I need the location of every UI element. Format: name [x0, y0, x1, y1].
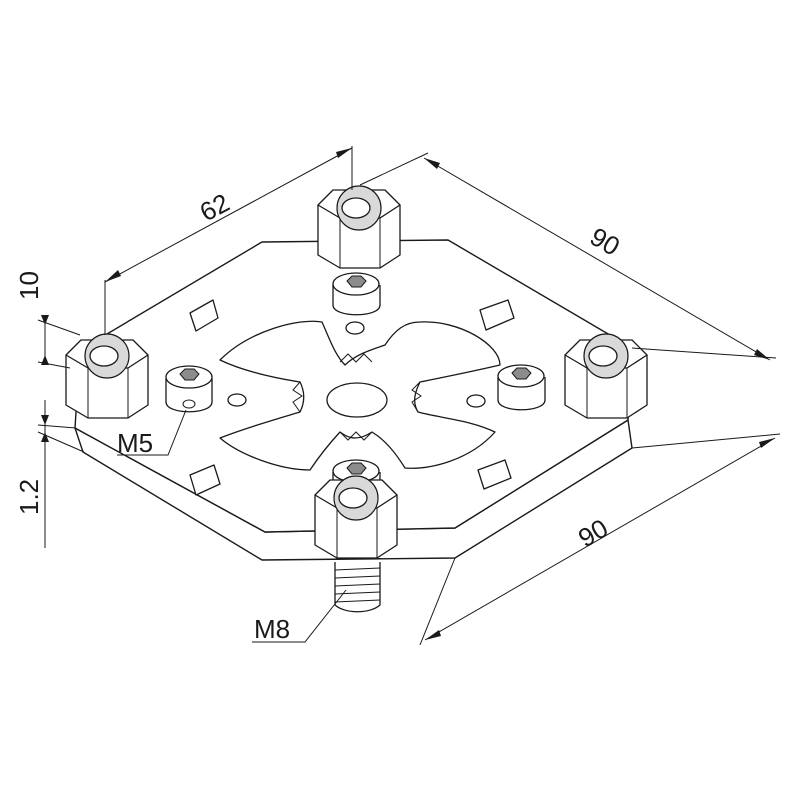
m5-screw-right: [497, 364, 546, 411]
hex-nut-left: [65, 333, 149, 419]
dimension-1-2-label: 1.2: [14, 479, 44, 515]
small-hole-left: [227, 393, 247, 407]
cutout-serration-left: [292, 381, 303, 413]
cutout-serration-top: [339, 353, 373, 363]
hex-nut-right: [564, 333, 648, 419]
center-hole: [326, 382, 388, 418]
callout-m5: M5: [117, 409, 187, 458]
hex-nut-top: [317, 185, 401, 269]
hex-socket: [346, 275, 367, 288]
dimension-1-2: 1.2: [14, 400, 85, 548]
callout-m5-label: M5: [117, 428, 153, 458]
slot-top-left: [189, 299, 219, 332]
slot-bottom-right: [477, 459, 512, 490]
small-hole-top: [345, 321, 365, 335]
m5-screw-top: [332, 272, 381, 316]
threaded-stud: [334, 562, 381, 613]
callout-m8-label: M8: [254, 614, 290, 644]
callout-m8: M8: [252, 589, 347, 644]
slot-top-right: [479, 299, 515, 331]
cutout-serration-bottom: [339, 431, 373, 441]
m5-screw-left: [165, 365, 213, 413]
small-hole-right: [466, 394, 486, 408]
hex-nut-bottom: [314, 475, 398, 559]
dimension-90-lower-label: 90: [573, 513, 613, 553]
dimension-62-label: 62: [195, 187, 235, 227]
hex-socket: [179, 368, 200, 381]
hex-socket: [346, 462, 367, 475]
hex-socket: [511, 367, 532, 380]
dimension-10-label: 10: [14, 271, 44, 300]
cutout-serration-right: [411, 381, 422, 413]
base-plate: [74, 239, 633, 561]
dimension-10: 10: [14, 271, 81, 369]
slot-bottom-left: [189, 464, 221, 496]
